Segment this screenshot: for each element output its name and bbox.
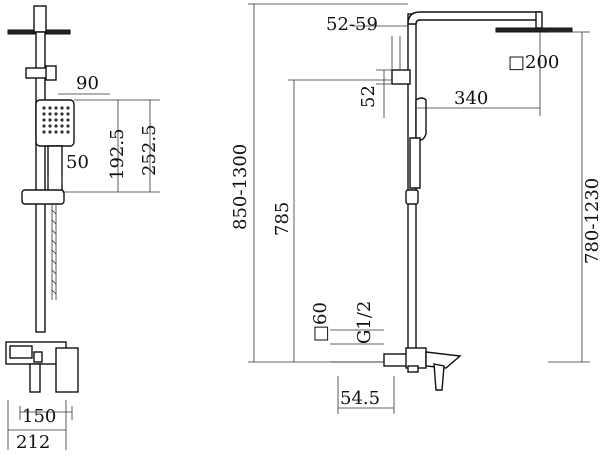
dim-thread: G1/2 [354,301,375,344]
front-view: 52-59 52 □200 340 850-1300 785 780-1230 … [230,3,600,414]
dim-inlet-size: □60 [310,302,331,342]
side-head-connector [33,5,47,33]
side-mixer [5,341,79,393]
dim-spout-reach: 54.5 [340,388,380,409]
dim-total-height: 850-1300 [230,144,251,230]
dim-head-size: □200 [508,52,559,73]
dim-arm-reach: 340 [454,88,488,109]
front-slide-holder [405,189,419,205]
dim-handset-total: 252.5 [139,124,160,176]
dim-overall-width: 212 [16,432,50,453]
dim-head-height: 780-1230 [582,178,600,264]
dim-base-width: 150 [22,406,56,427]
dim-bracket-range: 52-59 [326,14,378,35]
front-top-arm [407,11,541,25]
front-hand-shower [409,97,427,189]
dim-handset-height: 192.5 [107,128,128,180]
dim-bracket-height: 52 [358,85,379,108]
side-hand-shower [35,99,75,193]
front-head-connector [535,11,543,29]
front-dimension-lines [248,3,590,414]
side-slide-holder [21,189,65,205]
side-riser-pipe [35,31,46,333]
front-mixer [383,347,462,391]
dim-slide-height: 785 [272,202,293,236]
side-dimension-lines [7,93,160,450]
dim-arm-length: 90 [76,73,99,94]
front-wall-bracket [391,69,411,85]
front-shower-head [495,27,573,33]
dim-handset-width: 50 [66,152,89,173]
side-view: 90 192.5 252.5 50 150 212 [5,5,160,453]
side-bracket-clamp [45,65,57,81]
